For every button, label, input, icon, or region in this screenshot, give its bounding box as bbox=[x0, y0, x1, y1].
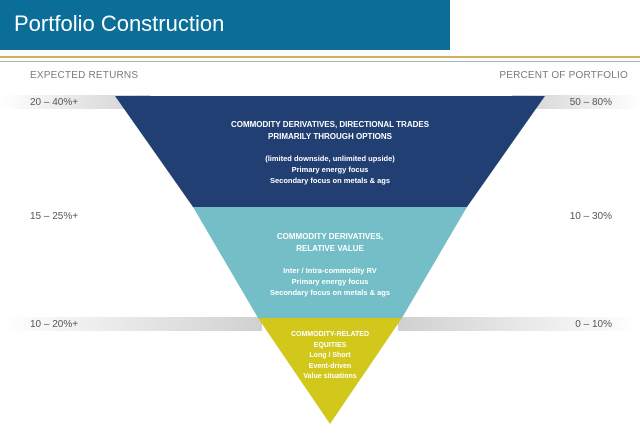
tier2-segment bbox=[193, 207, 467, 318]
tier2-percent-of-portfolio: 10 – 30% bbox=[569, 211, 612, 222]
tier1-detail: Primary energy focus bbox=[291, 165, 369, 174]
tier3-band-left bbox=[0, 317, 262, 331]
page-title: Portfolio Construction bbox=[14, 11, 225, 36]
tier2-detail: Inter / Intra-commodity RV bbox=[283, 266, 377, 275]
tier1-text: COMMODITY DERIVATIVES, DIRECTIONAL TRADE… bbox=[180, 119, 480, 186]
tier3-percent-of-portfolio: 0 – 10% bbox=[575, 319, 612, 330]
tier3-detail: Long / Short bbox=[309, 352, 351, 359]
tier1-band-right bbox=[512, 95, 640, 109]
tier3-segment bbox=[258, 318, 402, 424]
tier2-detail: Secondary focus on metals & ags bbox=[269, 288, 391, 297]
tier2-expected-return: 15 – 25%+ bbox=[30, 211, 79, 222]
tier1-heading-line1: COMMODITY DERIVATIVES, DIRECTIONAL TRADE… bbox=[230, 120, 430, 129]
tier3-text: COMMODITY-RELATED EQUITIES Long / Short … bbox=[270, 330, 390, 383]
tier3-heading-line1: COMMODITY-RELATED bbox=[290, 331, 370, 338]
tier1-expected-return: 20 – 40%+ bbox=[30, 97, 79, 108]
tier3-detail: Value situations bbox=[303, 373, 357, 380]
tier2-detail: Primary energy focus bbox=[291, 277, 369, 286]
tier2-text: COMMODITY DERIVATIVES, RELATIVE VALUE In… bbox=[230, 231, 430, 298]
tier1-detail: (limited downside, unlimited upside) bbox=[265, 154, 395, 163]
tier1-band-left bbox=[0, 95, 150, 109]
tier3-band-right bbox=[398, 317, 640, 331]
tier3-heading-line2: EQUITIES bbox=[313, 341, 347, 349]
percent-of-portfolio-heading: PERCENT OF PORTFOLIO bbox=[499, 70, 628, 81]
tier3-expected-return: 10 – 20%+ bbox=[30, 319, 79, 330]
tier2-heading-line1: COMMODITY DERIVATIVES, bbox=[276, 232, 384, 241]
tier1-heading-line2: PRIMARILY THROUGH OPTIONS bbox=[267, 132, 392, 141]
header-rule-gray bbox=[0, 61, 640, 62]
title-bar: Portfolio Construction bbox=[0, 0, 450, 50]
header-rule-gold bbox=[0, 56, 640, 58]
tier1-detail: Secondary focus on metals & ags bbox=[269, 176, 391, 185]
tier1-percent-of-portfolio: 50 – 80% bbox=[569, 97, 612, 108]
expected-returns-heading: EXPECTED RETURNS bbox=[30, 70, 139, 81]
tier3-detail: Event-driven bbox=[308, 362, 352, 370]
tier2-heading-line2: RELATIVE VALUE bbox=[296, 244, 364, 253]
tier1-segment bbox=[115, 96, 545, 207]
